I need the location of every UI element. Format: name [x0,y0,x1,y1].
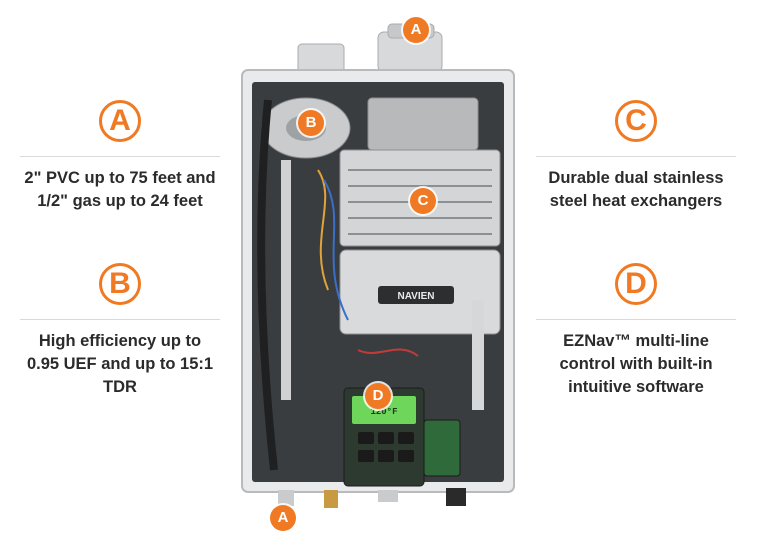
heat-exchanger-fins [348,169,492,235]
feature-c: C Durable dual stainless steel heat exch… [516,100,756,213]
callout-c: C [410,188,436,214]
callout-b: B [298,110,324,136]
feature-b: B High efficiency up to 0.95 UEF and up … [0,263,240,399]
feature-c-badge: C [615,100,657,142]
divider [536,319,736,320]
feature-b-badge: B [99,263,141,305]
flue-manifold [367,97,479,151]
divider [536,156,736,157]
circuit-board [423,419,461,477]
wire-orange [317,169,329,291]
feature-b-text: High efficiency up to 0.95 UEF and up to… [26,332,214,396]
callout-a-top: A [403,17,429,43]
feature-a-text: 2" PVC up to 75 feet and 1/2" gas up to … [24,169,216,210]
callout-d: D [365,383,391,409]
display-readout: 120°F [370,407,397,417]
fitting [446,488,466,506]
divider [20,156,220,157]
water-heater-illustration: NAVIEN 120°F A B C D A [228,0,528,554]
gas-fitting [324,490,338,508]
divider [20,319,220,320]
feature-a: A 2" PVC up to 75 feet and 1/2" gas up t… [0,100,240,213]
feature-d-badge: D [615,263,657,305]
feature-d-text: EZNav™ multi-line control with built-in … [559,332,713,396]
fitting [278,490,294,506]
water-heater-drawing: NAVIEN 120°F [241,23,515,508]
wire-blue [323,179,349,321]
control-buttons [358,432,414,462]
fitting [378,490,398,502]
brand-plate [378,286,454,304]
brand-label: NAVIEN [397,291,434,302]
cable-bundle [257,99,278,471]
feature-d: D EZNav™ multi-line control with built-i… [516,263,756,399]
wire-red [357,348,419,357]
feature-c-text: Durable dual stainless steel heat exchan… [548,169,724,210]
feature-a-badge: A [99,100,141,142]
callout-a-bottom: A [270,505,296,531]
